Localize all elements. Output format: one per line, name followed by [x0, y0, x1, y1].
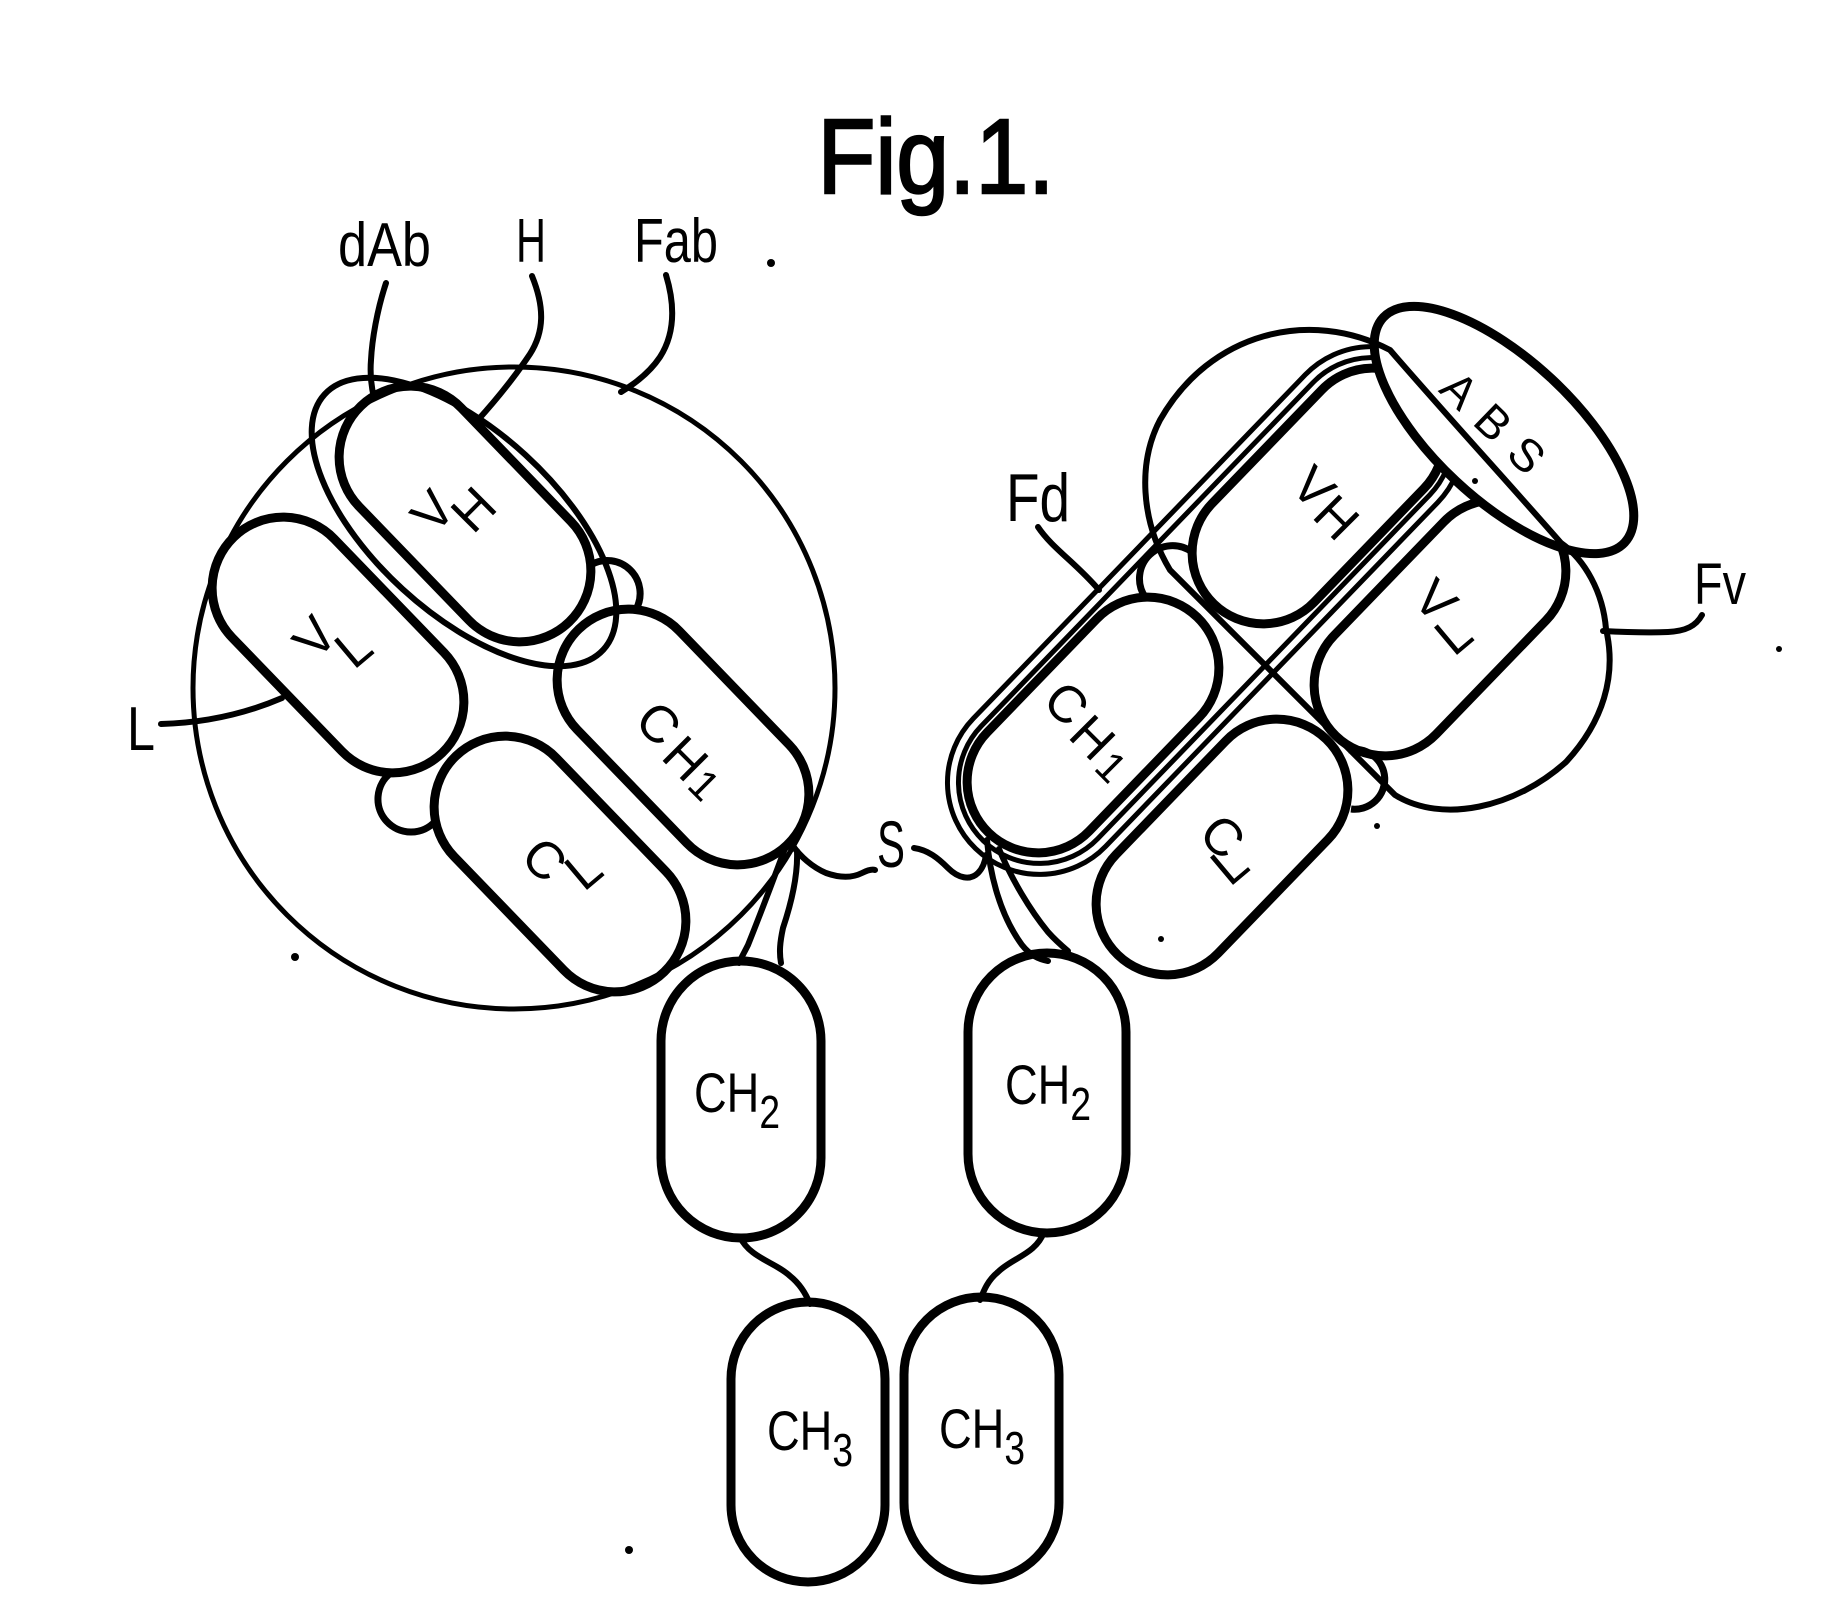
svg-text:Fv: Fv	[1694, 552, 1746, 617]
svg-text:L: L	[127, 695, 155, 764]
svg-text:CH3: CH3	[939, 1397, 1025, 1474]
svg-text:Fig.1.: Fig.1.	[818, 98, 1055, 216]
svg-text:S: S	[877, 807, 905, 881]
svg-text:Fab: Fab	[634, 207, 718, 276]
svg-text:CH2: CH2	[1005, 1053, 1091, 1130]
svg-text:dAb: dAb	[338, 211, 431, 280]
svg-text:CH3: CH3	[767, 1399, 853, 1476]
svg-text:CH2: CH2	[694, 1061, 780, 1138]
svg-text:Fd: Fd	[1006, 460, 1070, 536]
svg-text:H: H	[516, 207, 546, 276]
